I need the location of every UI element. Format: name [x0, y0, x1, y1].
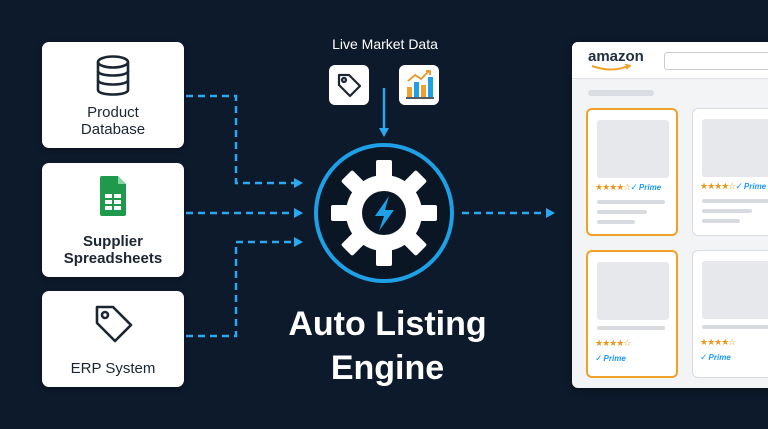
prime-row: ✓Prime: [700, 352, 731, 362]
product-image-placeholder: [597, 120, 669, 178]
arrow-database-to-engine: [186, 94, 303, 188]
rating-stars: ★★★★☆: [595, 182, 631, 192]
marketplace-search-bar[interactable]: [664, 52, 768, 70]
listing-card[interactable]: ★★★★☆✓Prime: [586, 108, 678, 236]
source-label: ERP System: [70, 360, 156, 377]
engine-title: Auto Listing Engine: [250, 302, 525, 390]
text-line-placeholder: [702, 219, 740, 223]
source-product-database: Product Database: [42, 42, 184, 148]
rating-row: ★★★★☆: [700, 337, 736, 348]
rating-row: ★★★★☆✓Prime: [700, 181, 767, 191]
product-image-placeholder: [702, 119, 768, 177]
engine-title-line1: Auto Listing: [288, 305, 487, 343]
source-erp-system: ERP System: [42, 291, 184, 387]
rating-stars: ★★★★☆: [700, 181, 736, 191]
smile-arrow-icon: [591, 64, 632, 71]
arrow-erp-to-engine: [186, 237, 303, 338]
text-line-placeholder: [597, 210, 647, 214]
rating-row: ★★★★☆✓Prime: [595, 182, 662, 192]
rating-stars: ★★★★☆: [700, 337, 736, 347]
prime-badge: Prime: [638, 183, 662, 192]
price-tag-icon: [95, 305, 133, 343]
bar-chart-icon: [406, 70, 434, 99]
product-image-placeholder: [597, 262, 669, 320]
prime-badge: Prime: [743, 182, 767, 191]
market-data-title: Live Market Data: [332, 36, 438, 52]
listing-card[interactable]: ★★★★☆ ✓Prime: [692, 250, 768, 378]
product-image-placeholder: [702, 261, 768, 319]
text-line-placeholder: [597, 220, 635, 224]
source-label: Supplier Spreadsheets: [63, 233, 163, 267]
engine-title-line2: Engine: [330, 349, 445, 387]
marketplace-header: amazon: [572, 42, 768, 79]
text-line-placeholder: [597, 200, 665, 204]
source-supplier-spreadsheets: Supplier Spreadsheets: [42, 163, 184, 277]
spreadsheet-icon: [100, 176, 126, 216]
source-label: Product Database: [80, 104, 146, 138]
prime-badge: Prime: [603, 354, 626, 363]
breadcrumb-placeholder: [588, 90, 654, 96]
marketplace-panel: amazon ★★★★☆✓Prime ★★★★☆✓Prime: [572, 42, 768, 388]
rating-row: ★★★★☆: [595, 338, 631, 349]
text-line-placeholder: [702, 209, 752, 213]
market-chart-tile: [399, 65, 439, 105]
price-tag-icon: [337, 73, 362, 98]
text-line-placeholder: [702, 325, 768, 329]
prime-row: ✓Prime: [595, 353, 626, 363]
gear-lightning-icon: [314, 143, 454, 283]
text-line-placeholder: [597, 326, 665, 330]
market-tag-tile: [329, 65, 369, 105]
prime-badge: Prime: [708, 353, 731, 362]
listing-card[interactable]: ★★★★☆✓Prime: [692, 108, 768, 236]
database-icon: [96, 55, 130, 96]
text-line-placeholder: [702, 199, 768, 203]
amazon-logo: amazon: [588, 48, 644, 71]
rating-stars: ★★★★☆: [595, 338, 631, 348]
listing-card[interactable]: ★★★★☆ ✓Prime: [586, 250, 678, 378]
